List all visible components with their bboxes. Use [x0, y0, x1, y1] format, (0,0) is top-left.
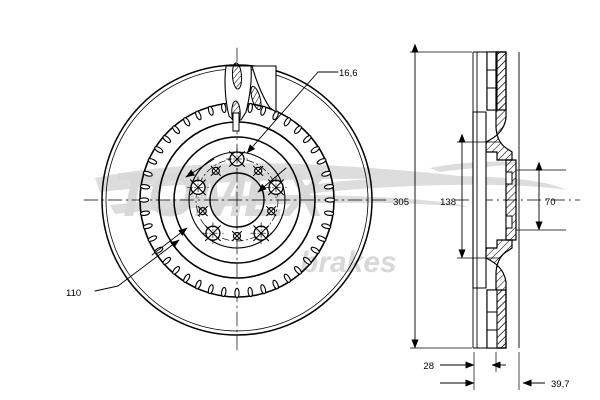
vent-slot [260, 284, 267, 295]
vent-slot [247, 286, 253, 298]
leader-166-branch-a [257, 167, 287, 193]
vent-slot [323, 210, 335, 216]
vent-slot [183, 273, 191, 283]
vent-cavity-bottom [486, 289, 498, 349]
dim-label-28: 28 [423, 361, 434, 372]
dim-label-39-7: 39,7 [551, 379, 570, 390]
vent-slot [142, 223, 153, 230]
dim-label-70: 70 [545, 197, 556, 208]
vent-slot [321, 223, 332, 230]
vent-slot [310, 246, 320, 254]
vent-slot [172, 265, 181, 275]
vent-slot [247, 102, 253, 114]
vent-slot [162, 256, 172, 265]
small-hole-crosshair [210, 165, 221, 176]
vane-section-a [231, 62, 243, 90]
vent-slot [139, 184, 151, 190]
vent-slot [321, 170, 332, 177]
small-hole-crosshair [266, 206, 277, 217]
center-bore [209, 172, 265, 228]
vent-slot [310, 146, 320, 154]
vent-slot [172, 125, 181, 135]
small-hole [266, 206, 277, 217]
dimension-lines [410, 43, 566, 390]
lug-hole-crosshair [204, 225, 221, 242]
vent-slot [272, 279, 279, 290]
side-outer-contours [472, 52, 520, 348]
vane-stem [232, 112, 240, 132]
vane-section-b [250, 85, 262, 111]
leader-110-diagonal [117, 239, 180, 287]
vent-slot [302, 135, 312, 144]
vent-slot [147, 235, 158, 242]
hat-outer-circle [173, 136, 301, 264]
vent-slot-group [138, 101, 336, 299]
side-section-view [455, 51, 580, 349]
vent-slot [195, 110, 202, 121]
lug-hole [202, 222, 224, 245]
vent-slot [324, 197, 336, 203]
vent-slot [221, 102, 227, 114]
vent-slot [293, 125, 302, 135]
vent-slot [138, 197, 150, 203]
vent-slot [283, 117, 291, 127]
hat-inner-wall [472, 111, 487, 289]
leader-lines [94, 71, 339, 292]
vent-slot [323, 184, 335, 190]
vent-slot [183, 117, 191, 127]
hub-bolt-hole-top [505, 171, 513, 185]
vent-slot [293, 265, 302, 275]
hub-bolt-hole-bottom [505, 215, 513, 229]
small-hole [210, 165, 221, 176]
hat-transition-top [485, 51, 513, 161]
lug-hole-crosshair [229, 151, 245, 167]
front-view [83, 47, 391, 353]
vent-slot [139, 210, 151, 216]
vent-slot [195, 279, 202, 290]
vent-slot [207, 284, 214, 295]
vent-slot [221, 286, 227, 298]
side-friction-band-bottom [486, 289, 507, 349]
vent-slot [316, 158, 327, 165]
vent-slot [260, 105, 267, 116]
lug-hole [250, 222, 272, 245]
label-110: 110 [66, 288, 81, 299]
label-16-6: 16,6 [339, 68, 358, 79]
dim-label-305: 305 [393, 197, 409, 208]
lug-hole [226, 148, 248, 170]
small-hole-crosshair [253, 165, 264, 176]
lug-hole [187, 176, 209, 199]
lug-hole-crosshair [190, 179, 206, 196]
lug-hole [265, 176, 287, 199]
small-hole [231, 230, 243, 242]
cutaway-outline [224, 65, 252, 121]
leader-166-diagonal [246, 71, 319, 154]
vent-slot [147, 158, 158, 165]
dim-label-138: 138 [440, 197, 456, 208]
vent-slot [154, 146, 164, 154]
callout-arrow-sw [151, 227, 188, 256]
vent-slot [283, 273, 291, 283]
cutaway-outline-right [251, 65, 277, 114]
small-hole [197, 206, 208, 217]
vent-slot [302, 256, 312, 265]
vent-slot [142, 170, 153, 177]
vent-slot [207, 105, 214, 116]
lug-hole-group [187, 148, 287, 245]
section-cutaway [224, 62, 277, 132]
vent-slot [316, 235, 327, 242]
lug-hole-crosshair [253, 225, 270, 242]
small-hole-crosshair [231, 230, 243, 242]
lug-hole-crosshair [268, 179, 284, 196]
small-hole [253, 165, 264, 176]
vent-slot [162, 135, 172, 144]
vent-slot [272, 110, 279, 121]
leader-110-horizontal [94, 285, 119, 292]
small-hole-crosshair [197, 206, 208, 217]
vent-slot [234, 287, 240, 299]
callout-arrow-nw [185, 158, 215, 178]
small-hole-group [197, 165, 277, 242]
